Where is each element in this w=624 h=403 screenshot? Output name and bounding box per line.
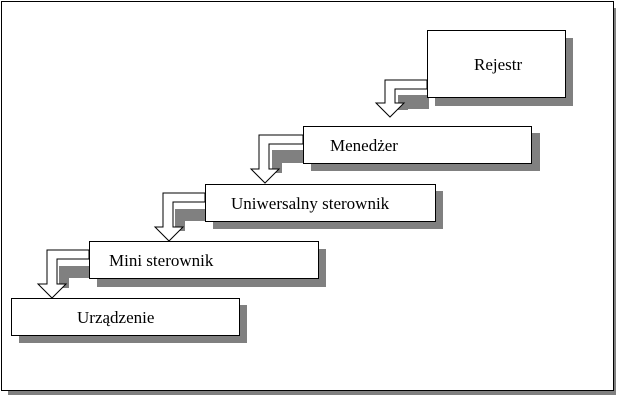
arrow-shadow [59,266,69,288]
arrow-shadow [272,150,282,173]
box-mini-sterownik: Mini sterownik [89,241,319,279]
down-arrow-icon [36,249,90,299]
box-rejestr: Rejestr [427,30,566,98]
box-label: Menedżer [330,135,398,155]
box-label: Rejestr [474,54,523,74]
down-arrow-icon [374,79,428,118]
box-uniwersalny-sterownik: Uniwersalny sterownik [205,184,436,222]
down-arrow-icon [249,134,304,184]
box-menedzer: Menedżer [303,126,532,164]
box-label: Urządzenie [77,307,155,327]
box-urzadzenie: Urządzenie [11,298,240,336]
down-arrow-icon [153,192,206,242]
arrow-shadow [175,209,185,231]
box-label: Mini sterownik [109,250,214,270]
box-label: Uniwersalny sterownik [231,193,390,213]
